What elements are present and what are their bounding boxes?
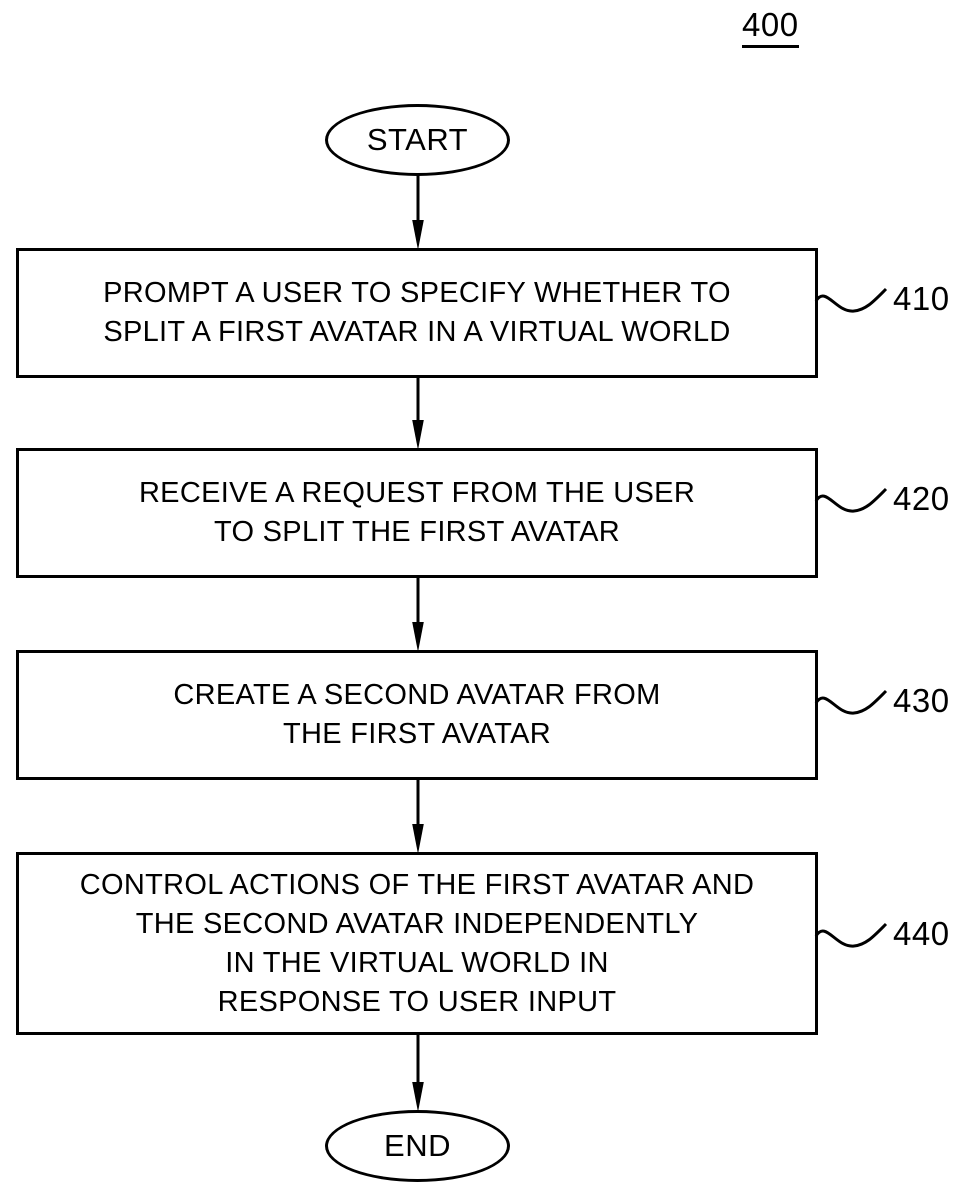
process-box-420-line-1: RECEIVE A REQUEST FROM THE USER (138, 477, 696, 509)
process-box-430-line-2: THE FIRST AVATAR (283, 718, 551, 750)
leader-line-430 (814, 679, 892, 719)
process-box-420: RECEIVE A REQUEST FROM THE USER TO SPLIT… (16, 448, 818, 578)
reference-numeral-420: 420 (893, 480, 950, 517)
reference-numeral-430: 430 (893, 682, 950, 719)
arrow-step-410-to-step-420 (409, 376, 427, 450)
process-box-420-line-2: TO SPLIT THE FIRST AVATAR (213, 516, 621, 548)
start-terminator-label: START (366, 121, 469, 157)
reference-numeral-440: 440 (893, 915, 950, 952)
figure-number-label: 400 (742, 8, 799, 48)
process-box-440-line-3: IN THE VIRTUAL WORLD IN (225, 946, 609, 979)
arrow-start-to-step-410 (409, 174, 427, 250)
leader-line-440 (814, 912, 892, 952)
process-box-430-line-1: CREATE A SECOND AVATAR FROM (173, 679, 661, 711)
arrow-step-420-to-step-430 (409, 576, 427, 652)
process-box-440-line-1: CONTROL ACTIONS OF THE FIRST AVATAR AND (79, 868, 755, 901)
start-terminator-node: START (325, 104, 510, 176)
leader-line-420 (814, 477, 892, 517)
process-box-440-line-4: RESPONSE TO USER INPUT (217, 985, 617, 1018)
process-box-430: CREATE A SECOND AVATAR FROM THE FIRST AV… (16, 650, 818, 780)
process-box-410: PROMPT A USER TO SPECIFY WHETHER TO SPLI… (16, 248, 818, 378)
leader-line-410 (814, 277, 892, 317)
end-terminator-label: END (384, 1127, 451, 1163)
process-box-440: CONTROL ACTIONS OF THE FIRST AVATAR AND … (16, 852, 818, 1035)
process-box-440-line-2: THE SECOND AVATAR INDEPENDENTLY (135, 907, 699, 940)
arrow-step-440-to-end (409, 1033, 427, 1112)
end-terminator-node: END (325, 1110, 510, 1182)
process-box-410-line-1: PROMPT A USER TO SPECIFY WHETHER TO (103, 277, 731, 309)
reference-numeral-410: 410 (893, 280, 950, 317)
arrow-step-430-to-step-440 (409, 778, 427, 854)
process-box-410-line-2: SPLIT A FIRST AVATAR IN A VIRTUAL WORLD (103, 316, 731, 348)
